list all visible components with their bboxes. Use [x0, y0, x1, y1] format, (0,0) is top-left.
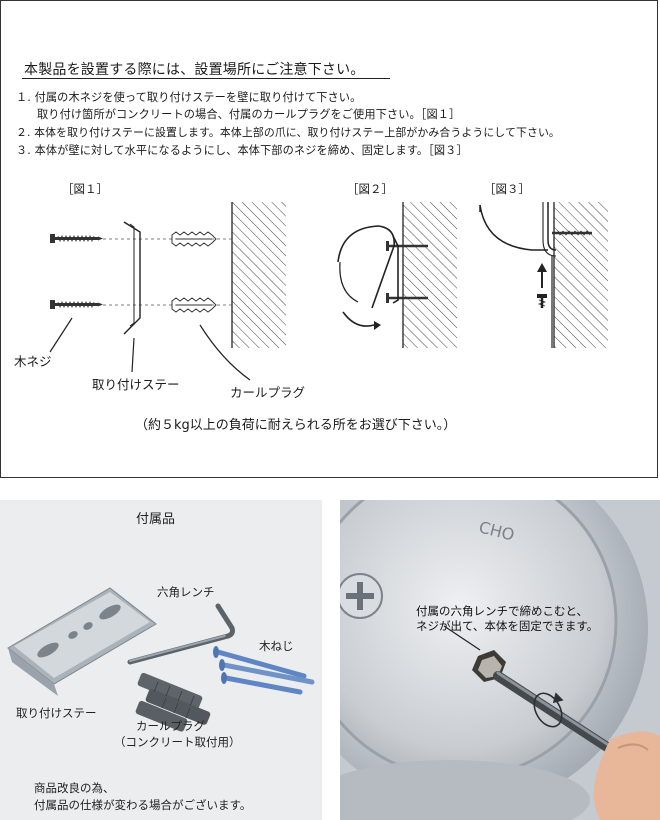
wood-screw-icon: [213, 646, 315, 695]
photo-panel: CHO 付属の六角レンチで締めこむと、 ネジが出て、本体を固定できます。: [340, 500, 660, 820]
figure-1-label: ［図１］: [62, 182, 108, 196]
phillips-screw-icon: [340, 573, 383, 619]
wall-plug-icon: [171, 231, 217, 247]
instruction-step-1: １. 付属の木ネジを使って取り付けステーを壁に取り付けて下さい。: [16, 91, 362, 104]
product-photo-illustration: CHO: [340, 500, 660, 820]
notice-line-1: 商品改良の為、: [34, 781, 115, 795]
instruction-step-1-note: 取り付け箇所がコンクリートの場合、付属のカールプラグをご使用下さい。［図１］: [37, 108, 461, 121]
wood-screw-icon: [50, 234, 103, 243]
part-label-screw: 木ネジ: [14, 354, 52, 369]
accessory-label-bracket: 取り付けステー: [16, 706, 97, 720]
photo-caption-line-1: 付属の六角レンチで締めこむと、: [416, 604, 589, 618]
rotation-arrow-icon: [342, 311, 375, 327]
figure-2-diagram: [337, 202, 457, 348]
bracket-icon: [7, 587, 157, 696]
figure-3-diagram: [479, 202, 608, 348]
heading-underline: [22, 78, 390, 79]
accessories-title: 付属品: [136, 512, 176, 527]
instruction-step-3: ３. 本体が壁に対して水平になるようにし、本体下部のネジを締め、固定します。［図…: [16, 144, 468, 157]
instruction-heading: 本製品を設置する際には、設置場所にご注意下さい。: [24, 62, 365, 78]
accessories-illustration: [7, 587, 315, 732]
instruction-step-2: ２. 本体を取り付けステーに設置します。本体上部の爪に、取り付けステー上部がかみ…: [16, 126, 560, 139]
notice-line-2: 付属品の仕様が変わる場合がございます。: [34, 798, 252, 812]
installation-diagrams: [49, 202, 608, 381]
figure-2-label: ［図２］: [347, 182, 393, 196]
photo-caption-line-2: ネジが出て、本体を固定できます。: [416, 619, 599, 633]
wall-plug-icon: [135, 672, 211, 732]
unit-body-outline: [479, 204, 548, 251]
part-label-bracket: 取り付けステー: [92, 377, 180, 392]
accessory-label-wrench: 六角レンチ: [157, 585, 215, 599]
figure-3-label: ［図３］: [484, 182, 530, 196]
hex-wrench-icon: [127, 603, 235, 665]
rotation-arrow-icon: [533, 692, 564, 728]
unit-body-outline: [337, 225, 395, 309]
wall-plug-icon: [171, 297, 217, 313]
accessory-label-screw: 木ねじ: [259, 639, 294, 653]
accessory-label-plug: カールプラグ: [136, 719, 205, 733]
hand-illustration: [593, 731, 660, 820]
bracket-icon: [123, 221, 141, 335]
load-capacity-note: （約５kg以上の負荷に耐えられる所をお選び下さい。）: [135, 418, 457, 433]
part-label-plug: カールプラグ: [230, 385, 306, 400]
wall-hatch: [232, 202, 286, 348]
caption-pointer: [443, 625, 481, 651]
accessory-label-plug-note: （コンクリート取付用）: [114, 735, 241, 749]
figure-1-diagram: [49, 202, 286, 381]
accessories-panel: 付属品 六角レンチ 木ねじ 取り付けステー カールプラグ （コンクリート取付用）…: [0, 500, 322, 820]
bolt-icon: [537, 294, 547, 308]
wood-screw-icon: [50, 300, 103, 309]
